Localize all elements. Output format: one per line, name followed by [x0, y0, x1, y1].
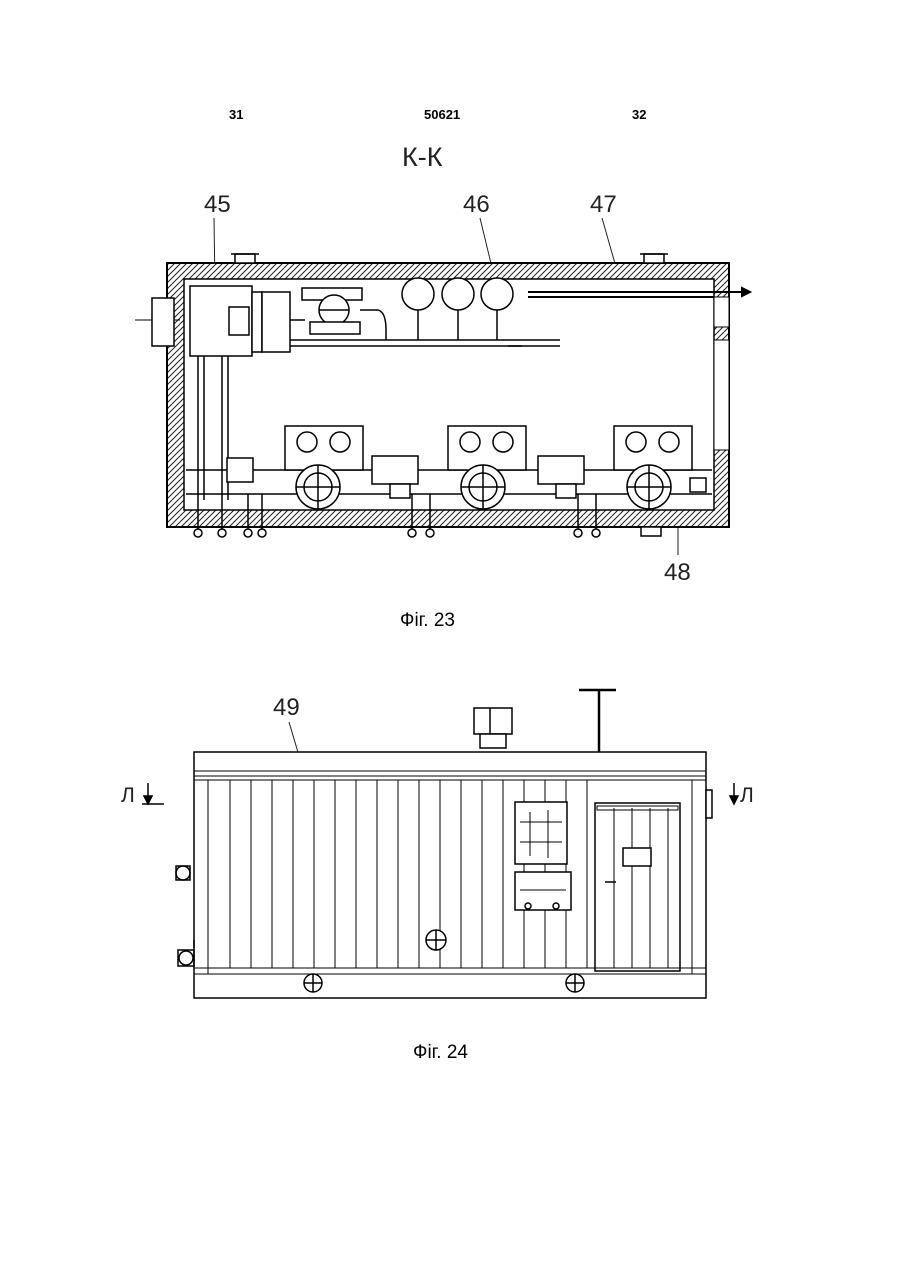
figure-23: К-К 45 46 47 48	[135, 142, 750, 631]
roof-items	[474, 690, 616, 752]
section-mark-left: Л	[121, 784, 135, 807]
ref-45: 45	[204, 191, 231, 218]
caption-fig-23: Фіг. 23	[400, 610, 455, 631]
ref-49: 49	[273, 694, 300, 721]
container-body	[194, 752, 706, 998]
section-mark-right: Л	[740, 784, 754, 807]
ref-47: 47	[590, 191, 617, 218]
cabinets	[515, 802, 571, 910]
section-title: К-К	[402, 142, 443, 172]
figure-24: 49	[121, 690, 754, 1063]
caption-fig-24: Фіг. 24	[413, 1042, 468, 1063]
ref-48: 48	[664, 559, 691, 586]
ref-46: 46	[463, 191, 490, 218]
